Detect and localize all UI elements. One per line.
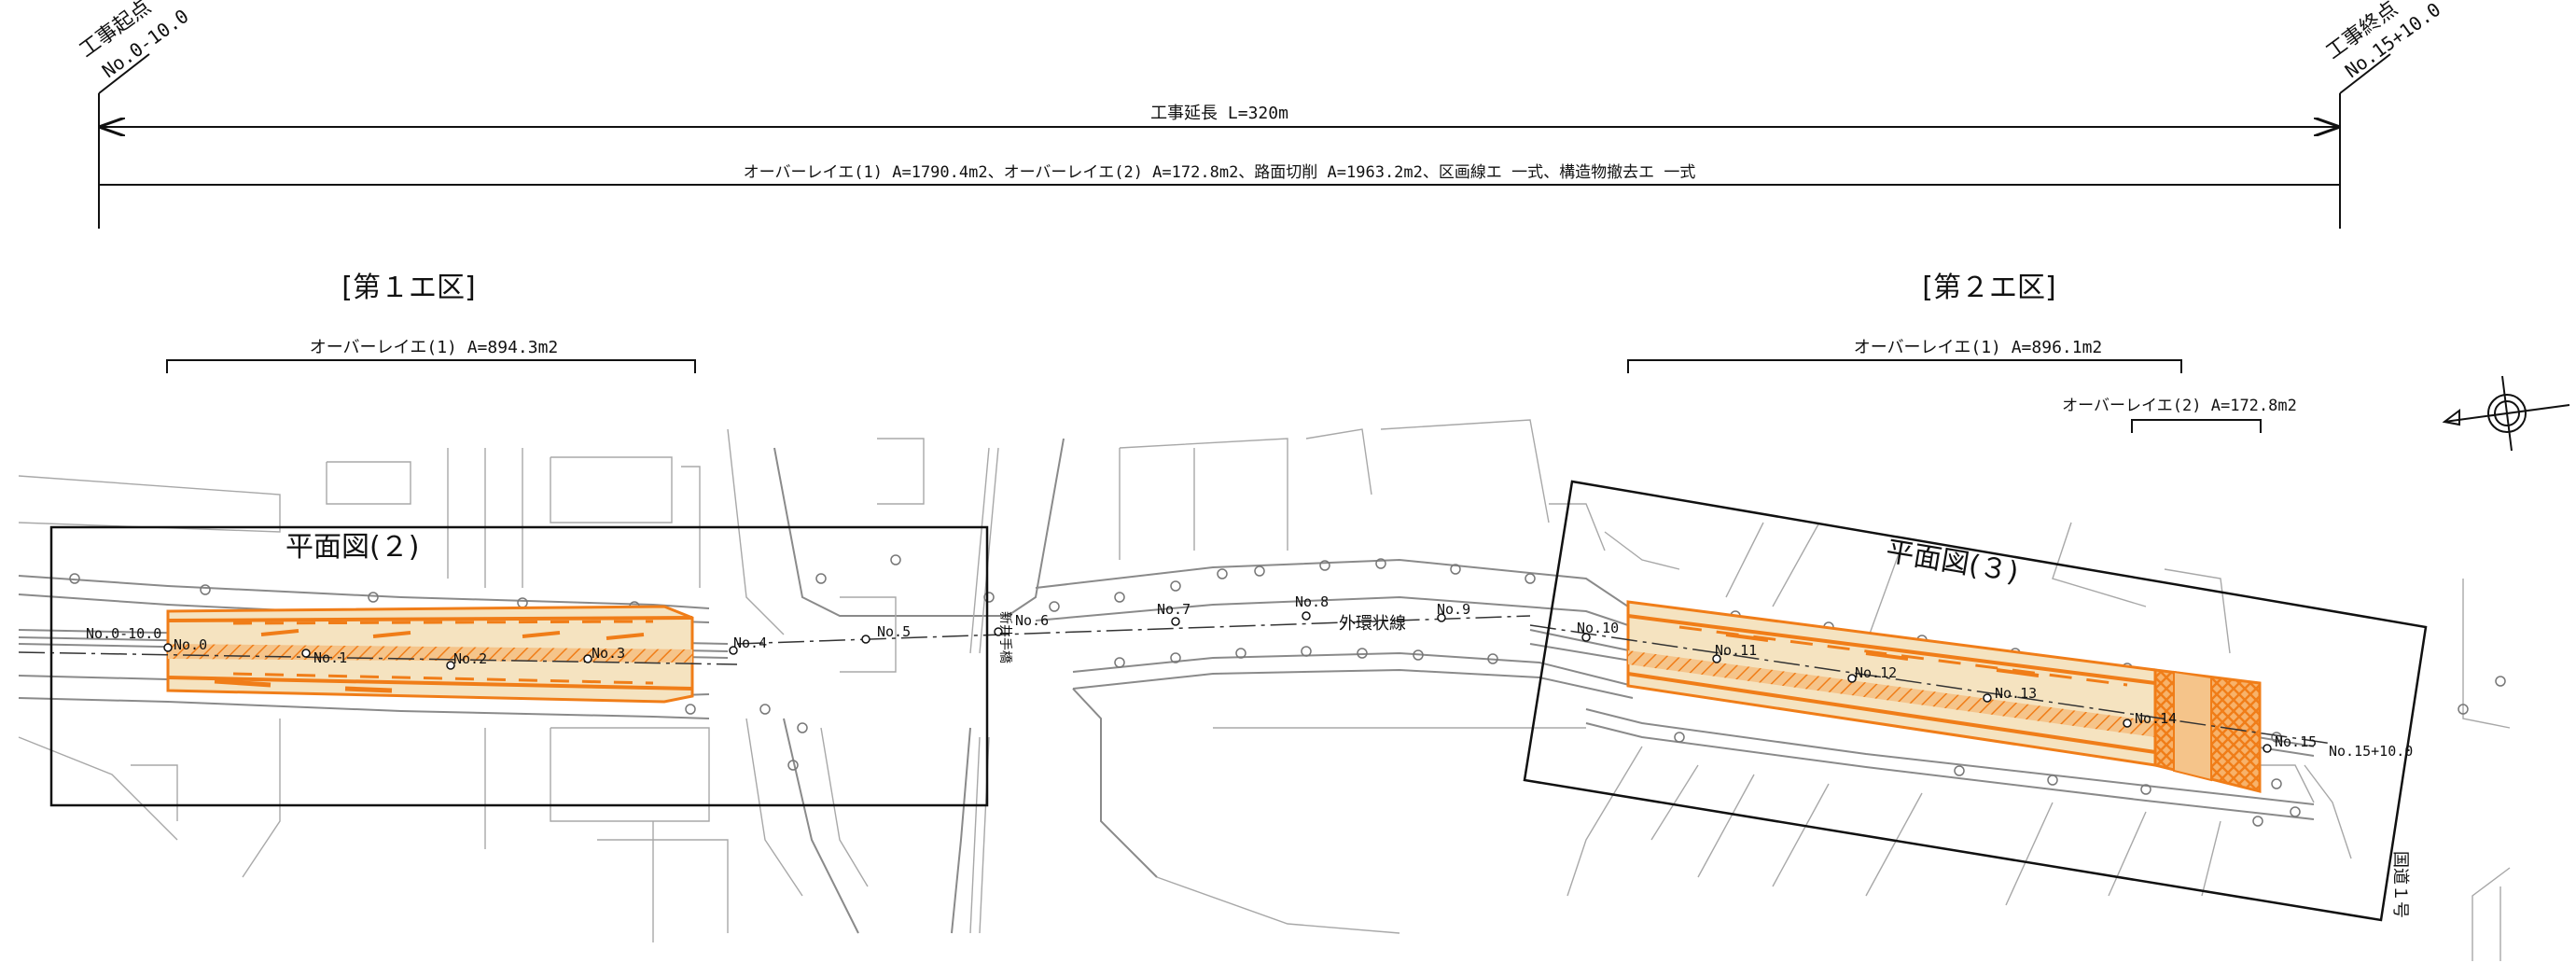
station-label: No.7 xyxy=(1157,601,1191,618)
national-route-label: 国道１号 xyxy=(2390,851,2410,918)
station-label: No.6 xyxy=(1015,612,1049,629)
section1-title: [第１エ区] xyxy=(341,272,475,304)
section2-title: [第２エ区] xyxy=(1922,272,2055,304)
station-label: No.0 xyxy=(174,636,207,653)
station-label: No.9 xyxy=(1437,601,1470,618)
station-label: No.10 xyxy=(1577,620,1619,636)
station-label: No.8 xyxy=(1295,593,1329,610)
section2-overlay2-label: オーバーレイエ(2) A=172.8m2 xyxy=(2062,397,2297,415)
station-label: No.15 xyxy=(2275,733,2317,750)
plan-frame-3 xyxy=(1523,480,2428,922)
cross-street-label: 新井手橋 xyxy=(997,611,1012,663)
plan3-label: 平面図(３) xyxy=(1884,535,2021,589)
header-dimensions xyxy=(98,53,2391,229)
station-label: No.5 xyxy=(877,623,911,640)
section2-overlay1-label: オーバーレイエ(1) A=896.1m2 xyxy=(1854,338,2103,357)
station-label: No.14 xyxy=(2135,710,2177,727)
north-arrow-icon xyxy=(2442,375,2570,452)
station-label: No.1 xyxy=(313,649,347,666)
station-label: No.11 xyxy=(1715,642,1757,659)
station-label: No.13 xyxy=(1995,685,2037,702)
section2-overlay-area xyxy=(1529,600,2333,793)
station-markers xyxy=(163,611,2272,753)
section1-overlay-area xyxy=(18,605,738,704)
station-label: No.3 xyxy=(592,645,625,662)
plan2-label: 平面図(２) xyxy=(285,531,419,564)
work-summary-label: オーバーレイエ(1) A=1790.4m2、オーバーレイエ(2) A=172.8… xyxy=(744,163,1696,182)
station-label: No.12 xyxy=(1855,664,1897,681)
station-label: No.15+10.0 xyxy=(2329,743,2413,760)
station-label: No.2 xyxy=(453,650,487,667)
plan-frame-2 xyxy=(49,525,989,807)
station-label: No.0-10.0 xyxy=(86,625,161,642)
ring-road-label: 外環状線 xyxy=(1339,614,1406,634)
station-label: No.4 xyxy=(733,635,767,651)
section1-overlay-label: オーバーレイエ(1) A=894.3m2 xyxy=(310,338,559,357)
road-center-line xyxy=(736,615,1531,645)
total-length-label: 工事延長 L=320m xyxy=(1150,104,1288,123)
